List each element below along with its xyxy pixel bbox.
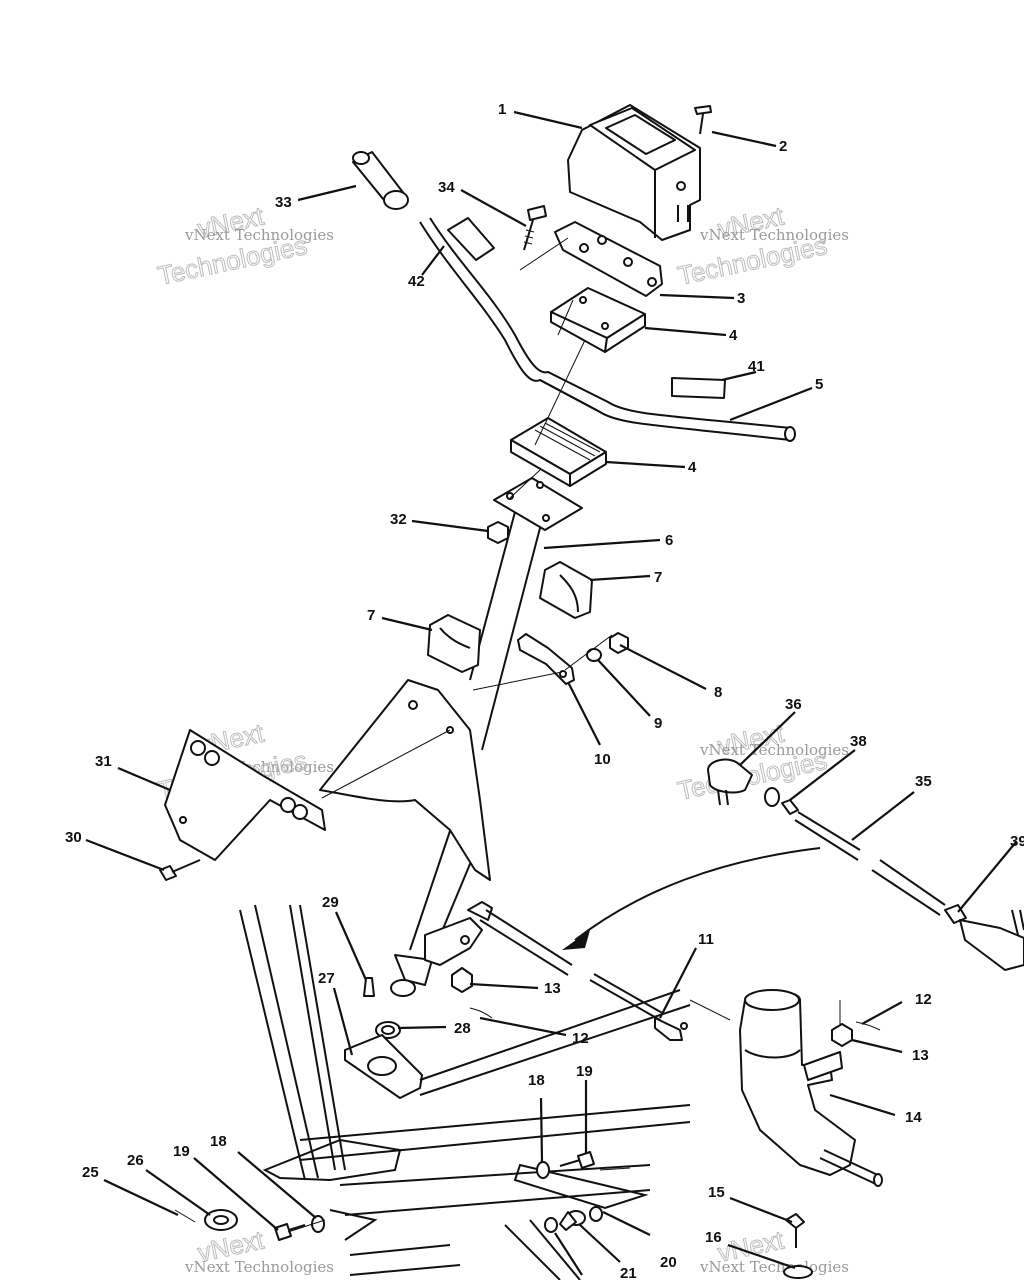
nut-part-13-right [831, 1023, 853, 1047]
washer-part-26 [204, 1209, 238, 1231]
lower-clamp-block [510, 417, 607, 487]
callout-16: 16 [705, 1229, 722, 1246]
bracket-part-31 [164, 729, 326, 861]
callout-4b: 4 [688, 459, 697, 476]
bushing-left [427, 614, 481, 673]
cotter-pin-12-right [855, 1021, 881, 1031]
callout-20: 20 [660, 1254, 677, 1271]
callout-35: 35 [915, 773, 932, 790]
callout-29: 29 [322, 894, 339, 911]
callout-22: 22 [584, 1277, 601, 1280]
callout-21: 21 [620, 1265, 637, 1280]
callout-18a: 18 [528, 1072, 545, 1089]
pin-part-25 [174, 1209, 196, 1223]
callout-34: 34 [438, 179, 455, 196]
bolt-part-30 [159, 859, 201, 881]
nut-part-8 [609, 632, 629, 654]
tie-rod-inner [589, 973, 688, 1041]
callout-1: 1 [498, 101, 506, 118]
callout-7b: 7 [367, 607, 375, 624]
callout-9: 9 [654, 715, 662, 732]
callout-13a: 13 [544, 980, 561, 997]
bushing-right [539, 561, 593, 619]
decal-part-41 [671, 377, 726, 399]
instrument-housing [567, 104, 701, 241]
watermark-top-left: vNext vNext Technologies Technologies [155, 200, 335, 291]
upper-clamp-block [550, 287, 646, 353]
watermark-bottom-left: vNext vNext Technologies [184, 1224, 334, 1276]
watermark-mid-right: vNext vNext Technologies Technologies [675, 717, 850, 806]
outer-tie-rod [707, 758, 1024, 971]
callout-27: 27 [318, 970, 335, 987]
mount-plate [554, 221, 663, 297]
callout-11: 11 [698, 931, 714, 948]
callout-13b: 13 [912, 1047, 929, 1064]
callout-5: 5 [815, 376, 823, 393]
bearing-plate [344, 1034, 423, 1099]
callout-32: 32 [390, 511, 407, 528]
svg-text:vNext Technologies: vNext Technologies [184, 1258, 334, 1276]
watermark-top-right: vNext vNext Technologies Technologies [675, 200, 850, 291]
screw-part-2 [694, 105, 712, 135]
assembly-arrow [562, 847, 821, 950]
callout-6: 6 [665, 532, 673, 549]
svg-text:vNext Technologies: vNext Technologies [699, 741, 849, 759]
assembly-guide-lines [287, 237, 841, 1233]
callout-19b: 19 [173, 1143, 190, 1160]
callout-28: 28 [454, 1020, 471, 1037]
decal-part-42 [447, 217, 495, 261]
callout-7a: 7 [654, 569, 662, 586]
callout-15: 15 [708, 1184, 725, 1201]
callout-33: 33 [275, 194, 292, 211]
callout-36: 36 [785, 696, 802, 713]
callout-30: 30 [65, 829, 82, 846]
callout-19a: 19 [576, 1063, 593, 1080]
callout-12b: 12 [572, 1030, 589, 1047]
bushing-part-21 [559, 1210, 586, 1231]
pitman-arm [424, 901, 573, 976]
callout-labels: 1 2 3 4 4 5 6 7 7 8 9 10 11 12 12 13 13 … [65, 101, 1024, 1280]
bolt-part-19-right [559, 1151, 595, 1169]
callout-38: 38 [850, 733, 867, 750]
column-clamp [517, 633, 575, 685]
spindle [739, 989, 883, 1187]
washer-part-20 [589, 1206, 603, 1222]
callout-39: 39 [1010, 833, 1024, 850]
console-panel [319, 679, 491, 881]
callout-31: 31 [95, 753, 112, 770]
nut-part-18-right [536, 1161, 550, 1179]
callout-2: 2 [779, 138, 787, 155]
callout-18b: 18 [210, 1133, 227, 1150]
callout-14: 14 [905, 1109, 922, 1126]
callout-26: 26 [127, 1152, 144, 1169]
handlebar [419, 217, 796, 442]
svg-text:vNext Technologies: vNext Technologies [184, 226, 334, 244]
cotter-pin-29 [363, 977, 375, 997]
bolt-part-34 [523, 205, 547, 251]
svg-text:vNext Technologies: vNext Technologies [699, 226, 849, 244]
nut-part-13-left [451, 967, 473, 993]
callout-25: 25 [82, 1164, 99, 1181]
callout-4a: 4 [729, 327, 738, 344]
bolt-part-19-left [274, 1223, 306, 1241]
cotter-pin-12-left [469, 1007, 493, 1019]
leader-lines [85, 110, 1017, 1276]
callout-3: 3 [737, 290, 745, 307]
callout-42: 42 [408, 273, 425, 290]
washer-part-28 [375, 1021, 401, 1039]
washer-part-9 [586, 648, 602, 662]
callout-41: 41 [748, 358, 765, 375]
nut-part-32 [487, 521, 509, 544]
callout-10: 10 [594, 751, 611, 768]
hand-grip [352, 151, 409, 210]
nut-part-22 [544, 1217, 558, 1233]
chassis-frame [239, 904, 691, 1280]
washer-part-16 [783, 1265, 813, 1279]
callout-12a: 12 [915, 991, 932, 1008]
bolt-part-15 [785, 1213, 805, 1248]
callout-8: 8 [714, 684, 722, 701]
